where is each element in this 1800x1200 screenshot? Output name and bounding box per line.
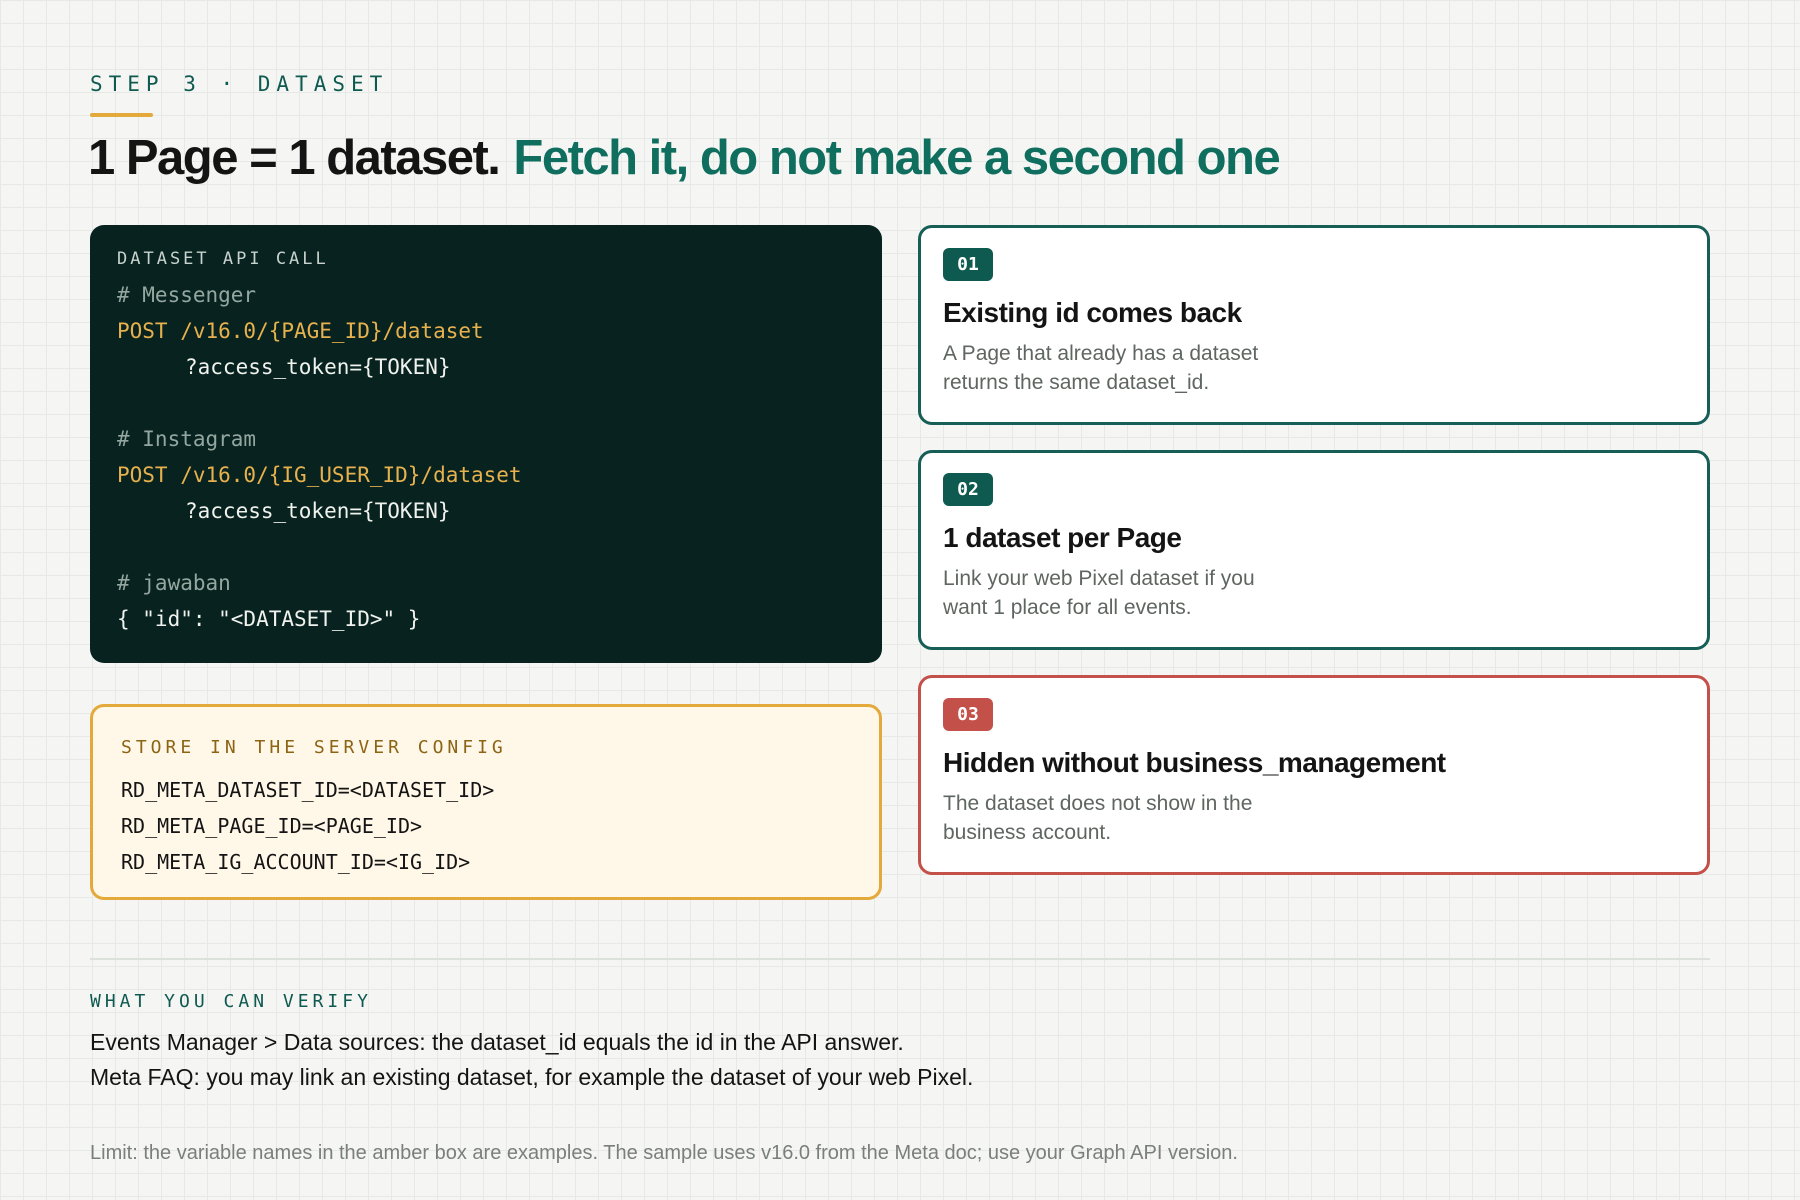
card-description: The dataset does not show in the busines…: [943, 792, 1253, 844]
config-line: RD_META_PAGE_ID=<PAGE_ID>: [121, 814, 423, 838]
code-line: POST /v16.0/{PAGE_ID}/dataset: [117, 319, 484, 343]
code-line: ?access_token={TOKEN}: [185, 499, 451, 523]
verify-line: Events Manager > Data sources: the datas…: [90, 1029, 904, 1055]
card-number-badge: 01: [943, 248, 993, 281]
limit-note: Limit: the variable names in the amber b…: [90, 1142, 1238, 1164]
code-line: # jawaban: [117, 571, 231, 595]
card-number-badge: 02: [943, 473, 993, 506]
card-title: Existing id comes back: [943, 297, 1242, 328]
config-caption: STORE IN THE SERVER CONFIG: [121, 737, 507, 758]
code-line: # Instagram: [117, 427, 257, 451]
config-line: RD_META_DATASET_ID=<DATASET_ID>: [121, 778, 495, 802]
code-line: ?access_token={TOKEN}: [185, 355, 451, 379]
card-number-badge: 03: [943, 698, 993, 731]
card-title: Hidden without business_management: [943, 747, 1446, 778]
code-caption: DATASET API CALL: [117, 249, 329, 269]
code-card: DATASET API CALL # Messenger POST /v16.0…: [90, 225, 882, 663]
info-card-01: 01 Existing id comes back A Page that al…: [918, 225, 1710, 425]
info-card-02: 02 1 dataset per Page Link your web Pixe…: [918, 450, 1710, 650]
code-line: POST /v16.0/{IG_USER_ID}/dataset: [117, 463, 522, 487]
info-card-03: 03 Hidden without business_management Th…: [918, 675, 1710, 875]
step-label: STEP 3 · DATASET: [90, 72, 389, 96]
page-title: 1 Page = 1 dataset.Fetch it, do not make…: [88, 130, 1281, 186]
verify-label: WHAT YOU CAN VERIFY: [90, 991, 372, 1012]
code-blank-line: [117, 385, 855, 421]
title-strong: 1 Page = 1 dataset.: [88, 131, 501, 185]
section-divider: [90, 958, 1710, 960]
step-underline: [90, 113, 153, 117]
code-blank-line: [117, 529, 855, 565]
config-line: RD_META_IG_ACCOUNT_ID=<IG_ID>: [121, 850, 471, 874]
verify-line: Meta FAQ: you may link an existing datas…: [90, 1064, 974, 1090]
config-card: STORE IN THE SERVER CONFIG RD_META_DATAS…: [90, 704, 882, 900]
title-accent: Fetch it, do not make a second one: [513, 131, 1280, 185]
card-description: A Page that already has a dataset return…: [943, 342, 1259, 394]
code-line: { "id": "<DATASET_ID>" }: [117, 607, 421, 631]
verify-text: Events Manager > Data sources: the datas…: [90, 1025, 973, 1095]
card-description: Link your web Pixel dataset if you want …: [943, 567, 1255, 619]
code-line: # Messenger: [117, 283, 257, 307]
card-title: 1 dataset per Page: [943, 522, 1182, 553]
